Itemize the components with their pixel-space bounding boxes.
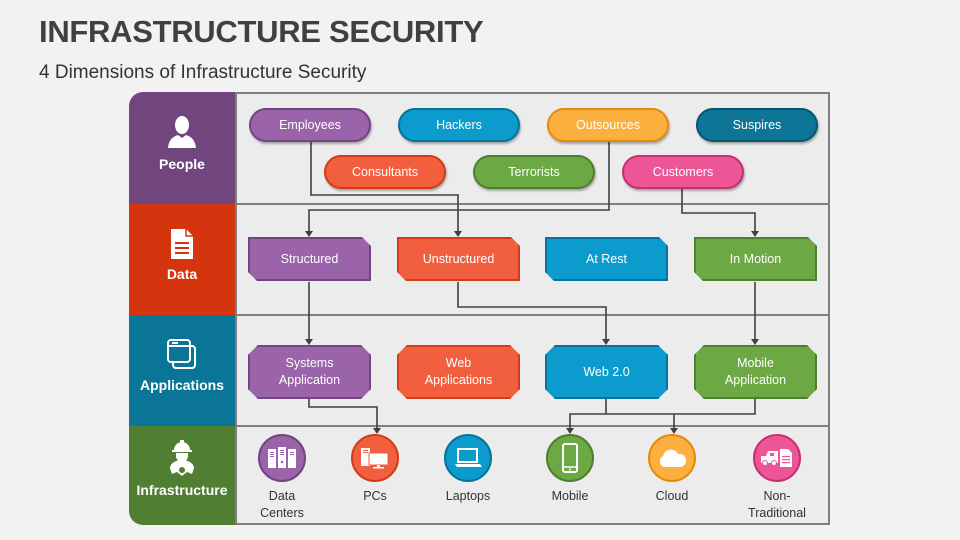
- infra-label-pcs: PCs: [363, 489, 387, 503]
- infra-circle-mobile[interactable]: [546, 434, 594, 482]
- desktop-pc-icon: [361, 448, 389, 469]
- people-pill-hackers[interactable]: Hackers: [398, 108, 520, 142]
- row-label-infrastructure: Infrastructure: [136, 482, 228, 498]
- server-rack-icon: [268, 447, 296, 468]
- cloud-icon: [659, 449, 687, 467]
- infra-circle-data-centers[interactable]: [258, 434, 306, 482]
- data-tag-unstructured[interactable]: Unstructured: [397, 237, 520, 281]
- infra-circle-laptops[interactable]: [444, 434, 492, 482]
- laptop-icon: [455, 448, 482, 467]
- data-tag-structured[interactable]: Structured: [248, 237, 371, 281]
- row-label-applications: Applications: [139, 377, 224, 393]
- smartphone-icon: [562, 443, 578, 473]
- row-header-data: Data: [129, 204, 235, 315]
- document-icon: [171, 229, 193, 259]
- data-tag-in-motion[interactable]: In Motion: [694, 237, 817, 281]
- people-pill-suspires[interactable]: Suspires: [696, 108, 818, 142]
- row-header-infrastructure: Infrastructure: [129, 426, 235, 525]
- infra-label-cloud: Cloud: [655, 489, 689, 503]
- person-icon: [168, 116, 196, 148]
- people-pill-outsources[interactable]: Outsources: [547, 108, 669, 142]
- infra-label-non-traditional: Non-Traditional: [748, 489, 806, 520]
- data-tag-at-rest[interactable]: At Rest: [545, 237, 668, 281]
- browser-windows-icon: [167, 339, 196, 369]
- page-title: INFRASTRUCTURE SECURITY: [39, 14, 484, 49]
- vehicle-document-icon: [761, 449, 792, 467]
- people-pill-employees[interactable]: Employees: [249, 108, 371, 142]
- infra-circle-pcs[interactable]: [351, 434, 399, 482]
- people-pill-customers[interactable]: Customers: [622, 155, 744, 189]
- people-pill-consultants[interactable]: Consultants: [324, 155, 446, 189]
- row-header-applications: Applications: [129, 315, 235, 426]
- row-header-people: People: [129, 92, 235, 204]
- row-label-people: People: [159, 156, 205, 172]
- infra-label-mobile: Mobile: [551, 489, 589, 503]
- app-tag-web-2-0[interactable]: Web 2.0: [545, 345, 668, 399]
- page-subtitle: 4 Dimensions of Infrastructure Security: [39, 62, 367, 83]
- people-pill-terrorists[interactable]: Terrorists: [473, 155, 595, 189]
- row-label-data: Data: [166, 266, 198, 282]
- infra-circle-cloud[interactable]: [648, 434, 696, 482]
- diagram-frame: People Data Applications Infrastruc: [129, 92, 832, 525]
- engineer-gear-icon: [170, 440, 194, 476]
- infra-label-laptops: Laptops: [445, 489, 491, 503]
- infrastructure-panel: [235, 425, 830, 525]
- infra-circle-non-traditional[interactable]: [753, 434, 801, 482]
